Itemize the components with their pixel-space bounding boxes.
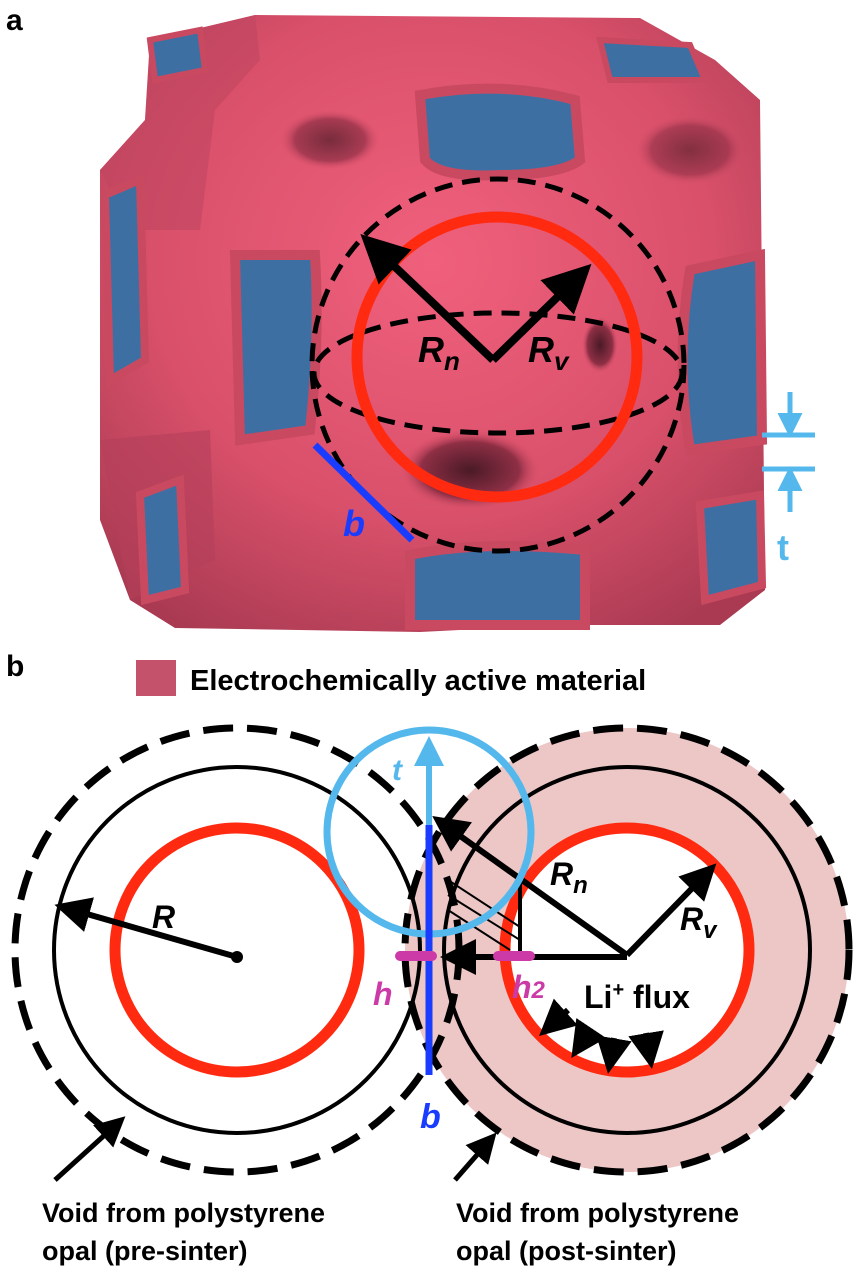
left-dashed-circle	[11, 724, 463, 1176]
h2-marker	[493, 951, 535, 961]
dashed-equator	[311, 310, 685, 436]
rn-label: Rn	[418, 329, 460, 376]
left-solid-circle	[52, 765, 422, 1135]
rn-arrow-b	[432, 816, 629, 958]
panel-a-label: a	[6, 4, 23, 37]
legend-swatch	[136, 660, 176, 696]
left-caption-line2: opal (pre-sinter)	[42, 1236, 248, 1266]
b-label-b: b	[420, 1098, 441, 1136]
left-red-circle	[109, 822, 365, 1078]
pore-hole	[582, 317, 618, 373]
right-caption-line2: opal (post-sinter)	[456, 1236, 677, 1266]
rv-label-b: Rv	[680, 901, 718, 944]
b-line	[312, 442, 415, 543]
panel-a: a	[6, 4, 815, 632]
panel-b-label: b	[6, 650, 24, 683]
right-dashed-circle	[401, 724, 853, 1176]
h2-label: h2	[512, 969, 546, 1005]
right-red-circle	[499, 822, 755, 1078]
left-caption-arrow	[53, 1116, 126, 1182]
li-flux-label: Li+ flux	[584, 979, 690, 1015]
rn-arrow	[360, 233, 496, 363]
right-caption-arrow	[453, 1132, 497, 1182]
pore-dimple	[400, 430, 540, 510]
rn-label-b: Rn	[550, 856, 588, 899]
panel-b: b Electrochemically active material R Rn…	[6, 650, 853, 1266]
legend-text: Electrochemically active material	[190, 665, 646, 697]
h-label: h	[373, 976, 393, 1012]
inverse-opal-cube	[100, 15, 768, 632]
rv-arrow	[490, 263, 592, 363]
li-flux-arrows	[539, 998, 664, 1074]
t-label: t	[777, 527, 789, 568]
left-caption-line1: Void from polystyrene	[42, 1198, 325, 1228]
void-sections	[100, 26, 768, 630]
inner-void-circle	[351, 211, 643, 503]
right-caption-line1: Void from polystyrene	[456, 1198, 739, 1228]
dashed-sphere-outline	[309, 176, 687, 554]
t-marker	[762, 392, 815, 512]
t-label-b: t	[392, 754, 404, 787]
r-arrow	[54, 897, 238, 960]
r-label: R	[152, 899, 175, 935]
h-marker	[395, 951, 437, 961]
b-label: b	[343, 503, 365, 544]
rv-arrow-b	[624, 863, 717, 958]
rv-label: Rv	[528, 329, 570, 376]
